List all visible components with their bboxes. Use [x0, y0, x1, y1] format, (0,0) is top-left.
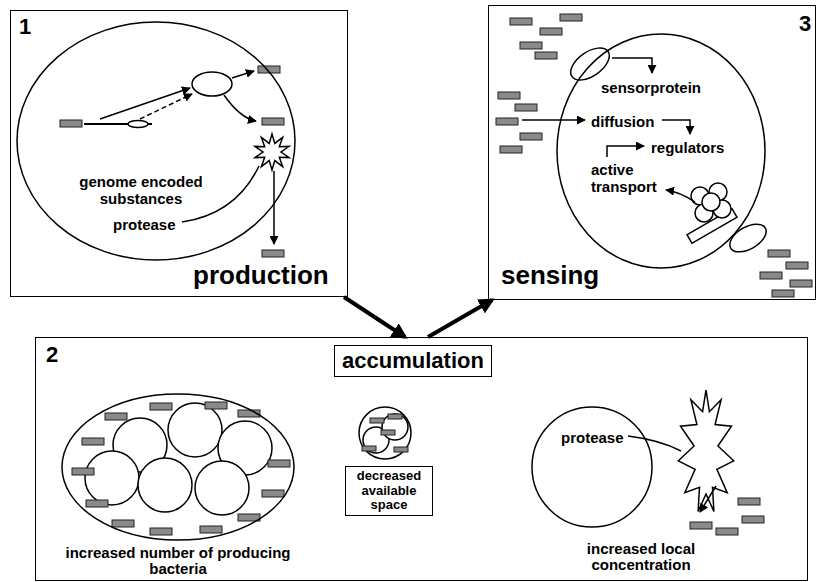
label-box: decreased available space: [345, 466, 433, 517]
panel: 3 sensing sensorprotein diffusion regulators…: [488, 5, 816, 300]
production-art-part: [232, 71, 254, 78]
colony: increased number of producing bacteria: [61, 393, 295, 541]
accumulation-art-part: [138, 458, 192, 512]
production-art-part: [192, 72, 232, 96]
molecule: [515, 104, 537, 111]
sensing-art-part: [662, 120, 690, 134]
title-box: accumulation: [334, 345, 492, 376]
production-art-part: [140, 94, 192, 119]
accumulation-art-part: [382, 414, 408, 440]
flow-arrow: [428, 300, 492, 337]
molecule: [82, 438, 104, 445]
molecule: [381, 430, 395, 435]
molecule: [768, 250, 790, 257]
molecule: [72, 468, 94, 475]
molecule: [200, 526, 222, 533]
outline: [61, 393, 295, 541]
molecule: [760, 272, 782, 279]
molecule: [510, 18, 532, 25]
cell: sensorprotein diffusion regulators active t…: [556, 33, 766, 269]
molecule: [738, 498, 760, 505]
molecule: [112, 520, 134, 527]
cell: proteaseincreased local concentration: [531, 406, 653, 528]
production-art-part: [255, 134, 289, 170]
production-art-part: [224, 95, 256, 121]
panel-title: sensing: [501, 261, 599, 291]
molecule: [388, 414, 402, 419]
panel: 2 accumulation increased number of produci…: [35, 337, 808, 581]
production-art-part: [128, 121, 148, 128]
molecule: [496, 118, 518, 125]
molecule: [520, 42, 542, 49]
accumulation-art-part: [628, 436, 681, 451]
caption-label: increased number of producing bacteria: [36, 545, 320, 577]
molecule: [370, 418, 384, 423]
molecule: [394, 447, 408, 452]
callout-number: 3: [799, 11, 811, 36]
molecule: [716, 528, 738, 535]
cell-label: genome encoded substances: [61, 173, 221, 208]
molecule: [540, 28, 562, 35]
molecule: [742, 516, 764, 523]
accumulation-art: [85, 390, 734, 515]
sensing-art-part: [666, 190, 695, 202]
outline-shape: [557, 34, 765, 268]
molecule: [86, 500, 108, 507]
outline-shape: [62, 394, 294, 540]
molecule: [262, 118, 284, 125]
cell-label: sensorprotein: [601, 79, 701, 96]
sensing-art: [522, 42, 771, 258]
production-art-part: [100, 88, 190, 119]
production-art-part: [273, 171, 275, 244]
cell-label: diffusion: [591, 113, 654, 130]
molecule: [262, 250, 284, 257]
outline: [531, 406, 653, 528]
molecule: [560, 14, 582, 21]
callout-number: 2: [46, 342, 58, 367]
accumulation-art-part: [700, 486, 716, 512]
accumulation-art-part: [678, 390, 733, 512]
accumulation-art-part: [85, 451, 139, 505]
molecule: [105, 413, 127, 420]
molecule: [790, 280, 812, 287]
cell-label: active transport: [591, 161, 671, 196]
molecule: [690, 522, 712, 529]
molecule: [772, 290, 794, 297]
molecule: [268, 460, 290, 467]
outline-shape: [532, 407, 652, 527]
molecule: [498, 92, 520, 99]
molecule: [262, 490, 284, 497]
cell: genome encoded substances protease: [16, 21, 296, 261]
panel: 1 production genome encoded substances prot…: [10, 10, 348, 297]
production-art: [84, 71, 289, 244]
molecule: [362, 446, 376, 451]
caption-label: increased local concentration: [546, 541, 736, 573]
molecule: [535, 52, 557, 59]
molecule: [500, 146, 522, 153]
molecule: [520, 133, 542, 140]
accumulation-art-part: [195, 461, 249, 515]
sensing-art-part: [702, 193, 720, 211]
accumulation-art-part: [168, 403, 222, 457]
sensing-art-part: [725, 218, 771, 257]
molecule: [150, 403, 172, 410]
box-label: decreased available space: [353, 469, 425, 514]
cell-label: protease: [561, 429, 624, 446]
molecule: [786, 262, 808, 269]
outline-shape: [17, 22, 295, 260]
sensing-art-part: [522, 119, 585, 121]
panel-title: accumulation: [342, 348, 484, 373]
accumulation-art-part: [359, 407, 411, 459]
flow-arrow: [344, 297, 405, 337]
molecule: [205, 402, 227, 409]
callout-number: 1: [19, 14, 31, 39]
cell-label: protease: [113, 216, 176, 233]
sensing-art-part: [607, 146, 644, 157]
molecule: [60, 120, 82, 127]
panel-title: production: [193, 261, 329, 291]
molecule: [150, 528, 172, 535]
sensing-art-part: [612, 58, 652, 73]
molecules: [60, 14, 812, 535]
cell-label: regulators: [651, 139, 724, 156]
